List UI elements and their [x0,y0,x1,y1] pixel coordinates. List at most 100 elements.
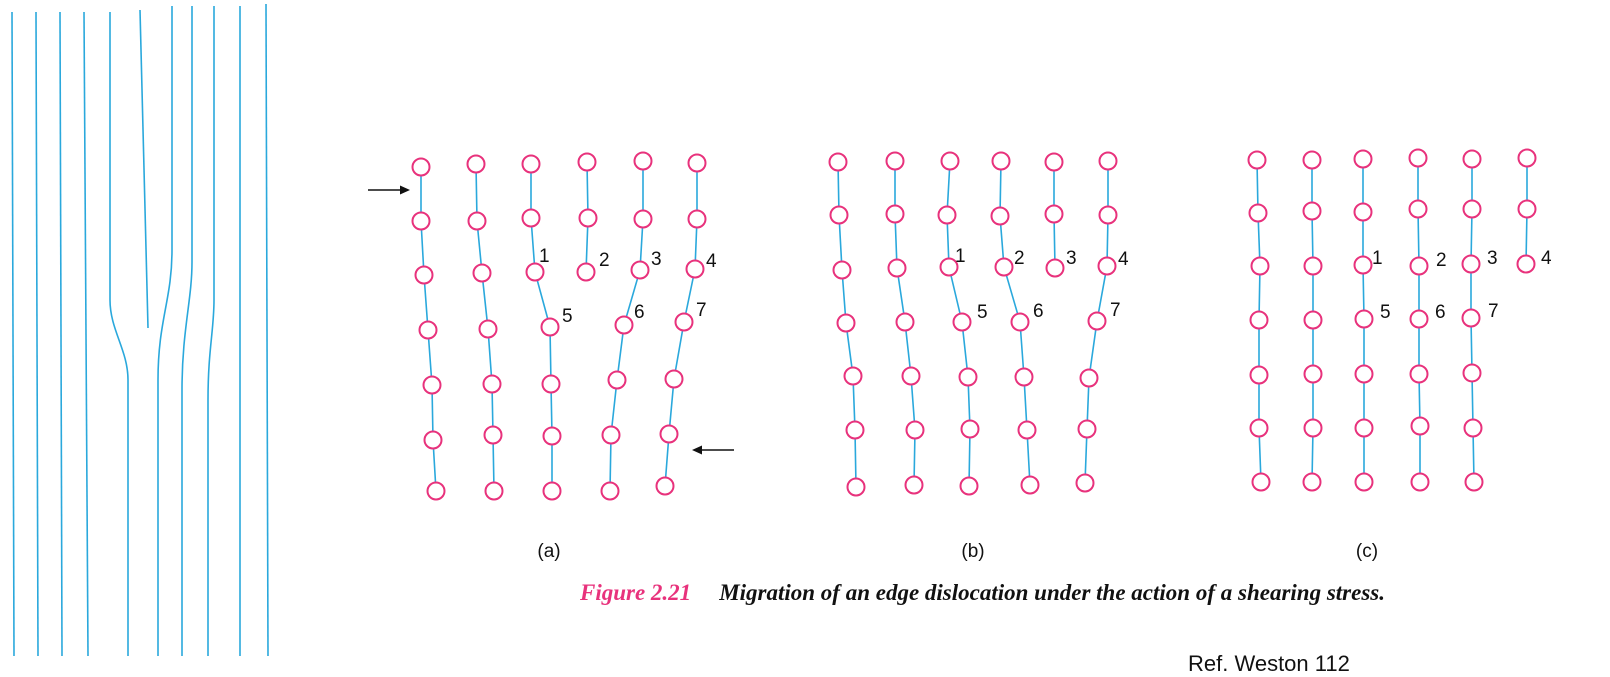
atom [1251,472,1271,492]
atom [1354,364,1374,384]
atom [542,426,562,446]
site-number: 6 [1033,301,1044,322]
site-number: 4 [706,251,717,272]
atom [1087,311,1107,331]
atom [958,367,978,387]
site-number: 1 [539,246,550,267]
lattice-lines-schematic [11,3,269,657]
extra-half-plane [139,9,149,329]
atom [1409,364,1429,384]
atom [1302,201,1322,221]
site-number: 6 [1435,302,1446,323]
atom [959,476,979,496]
site-number: 4 [1541,248,1552,269]
atom [1408,148,1428,168]
atom [664,369,684,389]
atom [829,205,849,225]
atom [1010,312,1030,332]
atom [426,481,446,501]
atom [601,425,621,445]
atom [577,152,597,172]
site-number: 7 [1110,300,1121,321]
atom [991,151,1011,171]
figure-number: Figure 2.21 [580,580,692,605]
arrowhead-icon [692,445,702,455]
atom [1461,254,1481,274]
atom [1354,309,1374,329]
panel-label: (c) [1356,541,1378,562]
site-number: 1 [1372,248,1383,269]
figure-caption: Figure 2.21 Migration of an edge dislocat… [580,580,1385,606]
figure-caption-text: Migration of an edge dislocation under t… [719,580,1385,605]
atom [828,152,848,172]
atom [1303,256,1323,276]
atom [685,259,705,279]
atom [1303,364,1323,384]
atom [422,375,442,395]
atom [836,313,856,333]
site-number: 7 [1488,301,1499,322]
arrowhead-icon [400,185,410,195]
atom [832,260,852,280]
atom [633,151,653,171]
atom [901,366,921,386]
lattice-line [35,11,39,657]
atom [1409,256,1429,276]
site-number: 1 [955,246,966,267]
atom-group [828,151,1118,497]
atom-group [411,151,707,501]
lattice-line [11,11,15,657]
atom [1077,419,1097,439]
atom [687,209,707,229]
panel-c: 1 2 3 4 5 6 7 (c) [1247,148,1552,562]
atom [600,481,620,501]
atom [1097,256,1117,276]
site-number: 3 [651,249,662,270]
atom [885,204,905,224]
atom [411,157,431,177]
atom [521,208,541,228]
atom [1303,310,1323,330]
atom [414,265,434,285]
site-number: 2 [599,250,610,271]
panel-label: (b) [961,541,984,562]
site-number: 3 [1487,248,1498,269]
atom [614,315,634,335]
atom [541,374,561,394]
atom [466,154,486,174]
atom [633,209,653,229]
atom [1464,472,1484,492]
lattice-line [181,6,193,656]
atom [659,424,679,444]
atom [1408,199,1428,219]
lattice-line [83,11,89,657]
atom [1044,204,1064,224]
atom [655,476,675,496]
atom [483,425,503,445]
atom [1410,472,1430,492]
atom [1353,255,1373,275]
atom [1410,416,1430,436]
atom [1098,151,1118,171]
atom [843,366,863,386]
lattice-line [207,6,215,656]
atom [845,420,865,440]
atom [576,262,596,282]
atom [904,475,924,495]
atom [994,257,1014,277]
site-number: 7 [696,300,707,321]
atom [578,208,598,228]
atom [1462,199,1482,219]
atom [1248,203,1268,223]
atom [940,151,960,171]
lattice-line [157,6,173,656]
atom [1303,418,1323,438]
atom [960,419,980,439]
atom [674,312,694,332]
atom [1354,472,1374,492]
site-number: 2 [1014,248,1025,269]
atom [423,430,443,450]
atom [990,206,1010,226]
atom [687,153,707,173]
atom [1517,199,1537,219]
